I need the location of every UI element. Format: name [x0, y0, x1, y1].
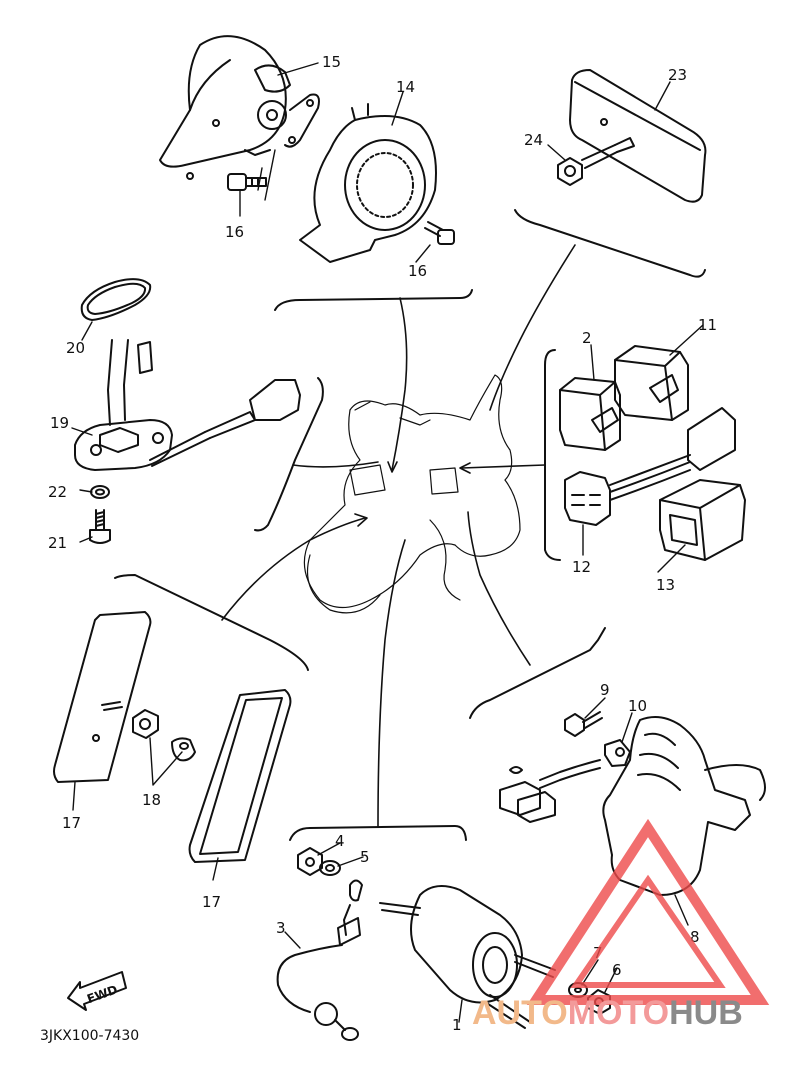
relay-2	[559, 377, 621, 451]
group-bracket-starter	[289, 825, 467, 841]
group-bracket-sensor	[254, 377, 324, 532]
leader-relays	[461, 464, 546, 469]
horn-14	[299, 103, 437, 263]
callout-14: 14	[396, 78, 415, 96]
callout-21: 21	[48, 534, 67, 552]
watermark-text: AUTOMOTOHUB	[472, 994, 743, 1032]
nut-4	[297, 847, 323, 876]
leader-reflector	[489, 244, 576, 411]
callout-24: 24	[524, 131, 543, 149]
callout-4: 4	[335, 832, 345, 850]
callout-9: 9	[600, 681, 610, 699]
callout-17-right: 17	[202, 893, 221, 911]
nut-22	[90, 485, 110, 499]
connector-12	[564, 407, 736, 526]
relay-11	[614, 345, 689, 421]
bolt-16-left	[227, 173, 267, 191]
bolt-16-right	[424, 221, 455, 245]
callout-12: 12	[572, 558, 591, 576]
callout-16-right: 16	[408, 262, 427, 280]
callout-11: 11	[698, 316, 717, 334]
leader-horns	[391, 297, 408, 471]
callout-22: 22	[48, 483, 67, 501]
callout-19: 19	[50, 414, 69, 432]
callout-10: 10	[628, 697, 647, 715]
group-bracket-relays	[544, 349, 561, 561]
callout-numbers: 15 14 23 24 16 16 20 19 22 21 2 11 12 13…	[48, 53, 717, 1034]
callout-17-left: 17	[62, 814, 81, 832]
callout-16-left: 16	[225, 223, 244, 241]
reflector-17-right	[188, 689, 292, 863]
callout-5: 5	[360, 848, 370, 866]
watermark-triangle-icon	[526, 818, 770, 1005]
fuel-sensor-19	[74, 339, 301, 471]
clamp-10	[604, 739, 631, 767]
group-bracket-relay	[469, 627, 606, 719]
callout-13: 13	[656, 576, 675, 594]
group-bracket-reflector	[514, 209, 706, 278]
horn-15	[159, 35, 320, 180]
drawing-code: 3JKX100-7430	[40, 1028, 139, 1044]
motorcycle-outline	[303, 374, 521, 614]
connector-13	[659, 479, 746, 561]
callout-23: 23	[668, 66, 687, 84]
leader-sensor	[292, 461, 379, 468]
callout-6: 6	[612, 961, 622, 979]
callout-15: 15	[322, 53, 341, 71]
nut-18-a	[132, 709, 159, 739]
callout-3: 3	[276, 919, 286, 937]
group-bracket-horns	[274, 289, 473, 311]
callout-8: 8	[690, 928, 700, 946]
bolt-9	[564, 711, 603, 737]
callout-2: 2	[582, 329, 592, 347]
group-bracket-reflectors	[114, 574, 309, 671]
washer-5	[319, 860, 341, 876]
gasket-20	[80, 278, 152, 321]
reflector-23	[569, 69, 707, 203]
callout-20: 20	[66, 339, 85, 357]
fwd-arrow-icon: FWD	[67, 971, 127, 1011]
callout-leaders	[71, 62, 704, 1023]
reflector-17-left	[53, 611, 152, 783]
watermark-logo: AUTOMOTOHUB	[472, 818, 770, 1032]
leader-starter	[377, 539, 406, 827]
leader-reflectors	[221, 517, 366, 621]
cable-3	[276, 879, 363, 1041]
starter-relay-8	[499, 715, 766, 896]
callout-1: 1	[452, 1016, 462, 1034]
nut-24	[557, 137, 635, 186]
nut-18-b	[171, 737, 196, 762]
starter-motor-1	[379, 885, 556, 1029]
screw-21	[89, 509, 111, 544]
leader-relay	[467, 511, 531, 666]
callout-18: 18	[142, 791, 161, 809]
